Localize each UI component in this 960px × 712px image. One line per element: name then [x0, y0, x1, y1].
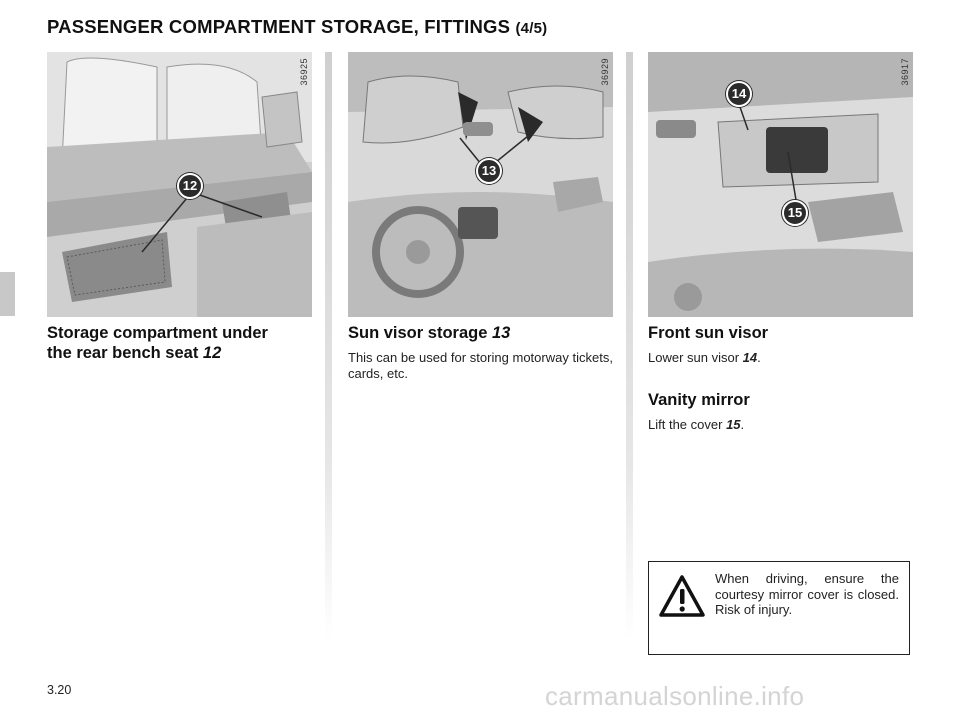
photo-reference-code: 36925 — [299, 58, 309, 86]
watermark: carmanualsonline.info — [545, 681, 805, 711]
body-sun-visor-storage: This can be used for storing motorway ti… — [348, 350, 613, 381]
callout-marker: 13 — [476, 158, 502, 184]
heading-front-sun-visor: Front sun visor — [648, 324, 769, 342]
body-front-sun-visor: Lower sun visor 14. — [648, 350, 761, 365]
photo-reference-code: 36917 — [900, 58, 910, 86]
callout-marker: 14 — [726, 81, 752, 107]
page-fraction: (4/5) — [515, 20, 548, 37]
warning-box: When driving, ensure the courtesy mirror… — [648, 561, 910, 655]
column-divider — [626, 52, 633, 640]
photo-front-sun-visor: 36917 14 15 — [648, 52, 913, 317]
reference-number: 13 — [491, 324, 511, 342]
column-divider — [325, 52, 332, 640]
section-tab — [0, 272, 15, 316]
page-number: 3.20 — [47, 683, 72, 697]
reference-number: 14 — [742, 350, 758, 365]
page-title-text: PASSENGER COMPARTMENT STORAGE, FITTINGS — [47, 16, 511, 37]
photo-reference-code: 36929 — [600, 58, 610, 86]
heading-vanity-mirror: Vanity mirror — [648, 391, 750, 409]
heading-sun-visor-storage: Sun visor storage 13 — [348, 324, 511, 342]
photo-sun-visor-storage: 36929 13 — [348, 52, 613, 317]
callout-marker: 15 — [782, 200, 808, 226]
heading-rear-bench-storage: Storage compartment under the rear bench… — [47, 324, 268, 362]
warning-text: When driving, ensure the courtesy mirror… — [715, 571, 899, 617]
callout-marker: 12 — [177, 173, 203, 199]
page-title: PASSENGER COMPARTMENT STORAGE, FITTINGS … — [47, 16, 547, 38]
warning-triangle-icon — [659, 575, 705, 617]
reference-number: 15 — [726, 417, 741, 432]
body-vanity-mirror: Lift the cover 15. — [648, 417, 745, 432]
reference-number: 12 — [202, 344, 222, 362]
photo-rear-bench-storage: 36925 12 — [47, 52, 312, 317]
